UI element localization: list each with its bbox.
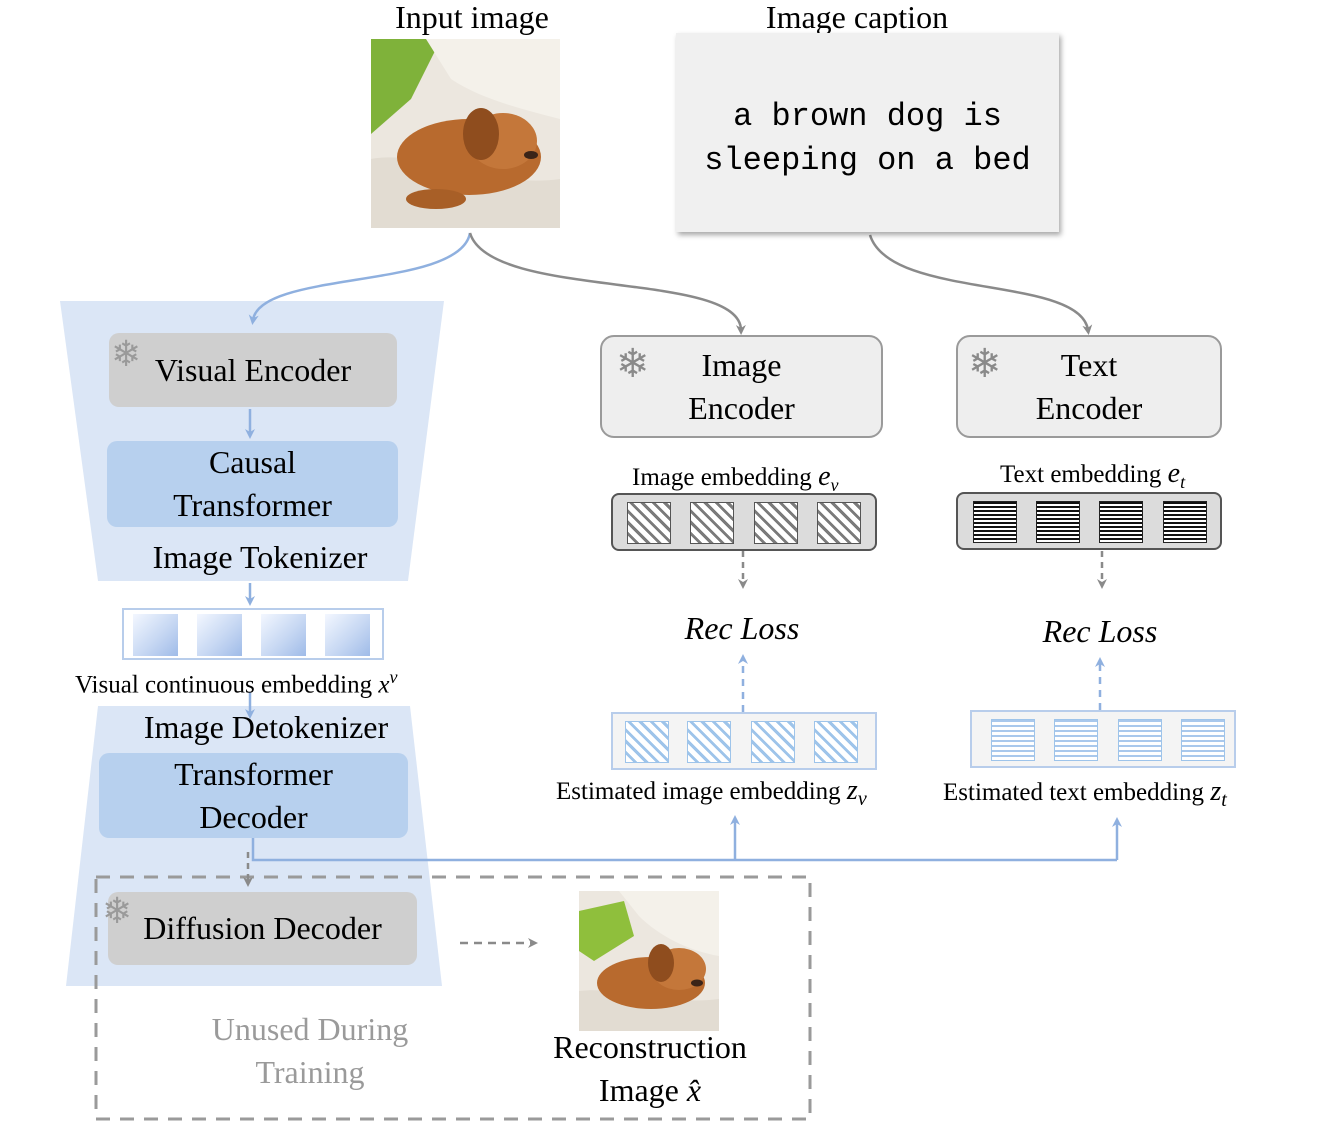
estimated-image-token	[814, 721, 858, 763]
causal-transformer-box: Causal Transformer	[107, 441, 398, 527]
image-rec-loss: Rec Loss	[684, 610, 800, 646]
estimated-image-token	[751, 721, 795, 763]
causal-transformer-line-1: Causal	[208, 444, 297, 480]
visual-embedding-label: Visual continuous embedding	[75, 671, 373, 699]
estimated-text-token	[991, 719, 1035, 761]
reconstruction-line-1: Reconstruction	[553, 1029, 747, 1065]
visual-embedding-bar	[122, 608, 384, 660]
causal-transformer-line-2: Transformer	[173, 487, 332, 523]
caption-box: a brown dog is sleeping on a bed	[676, 33, 1059, 232]
caption-line-1: a brown dog is	[733, 98, 1002, 135]
transformer-decoder-line-1: Transformer	[174, 755, 333, 792]
estimated-image-token	[687, 721, 731, 763]
estimated-text-embedding-bar	[970, 710, 1236, 768]
arrow-input-to-image-encoder	[468, 232, 746, 335]
text-embedding-label: Text embedding	[1000, 461, 1162, 488]
image-embedding-token	[754, 502, 798, 544]
estimated-text-label: Estimated text embedding	[943, 779, 1205, 806]
snowflake-icon: ❄	[111, 334, 142, 375]
estimated-text-caption: Estimated text embedding zt	[943, 777, 1227, 815]
text-embedding-token	[1163, 501, 1207, 543]
image-encoder-line-2: Encoder	[688, 389, 795, 426]
text-embedding-token	[1099, 501, 1143, 543]
estimated-image-symbol: z	[846, 775, 858, 806]
text-embedding-bar	[956, 492, 1222, 550]
image-embedding-subscript: v	[830, 475, 839, 495]
visual-token	[133, 614, 178, 656]
snowflake-icon: ❄	[968, 341, 1002, 387]
reconstruction-symbol: x̂	[686, 1072, 702, 1108]
visual-embedding-caption: Visual continuous embedding xv	[75, 662, 397, 700]
image-tokenizer-label: Image Tokenizer	[152, 539, 368, 575]
estimated-text-symbol: z	[1210, 776, 1222, 807]
visual-token	[261, 614, 306, 656]
caption-line-2: sleeping on a bed	[704, 142, 1031, 179]
visual-token	[325, 614, 370, 656]
image-detokenizer-label: Image Detokenizer	[143, 709, 389, 745]
estimated-image-caption: Estimated image embedding zv	[556, 776, 867, 814]
transformer-decoder-line-2: Decoder	[199, 798, 308, 835]
snowflake-icon: ❄	[616, 341, 650, 387]
diffusion-decoder-box: ❄ Diffusion Decoder	[102, 891, 417, 965]
arrow-decoder-to-estimated-embeddings	[251, 838, 1117, 862]
estimated-image-embedding-bar	[611, 712, 877, 770]
estimated-text-token	[1181, 719, 1225, 761]
image-embedding-token	[817, 502, 861, 544]
estimated-text-token	[1118, 719, 1162, 761]
image-embedding-label: Image embedding	[632, 464, 812, 491]
arrow-input-to-visual-encoder	[248, 232, 472, 325]
visual-encoder-label: Visual Encoder	[154, 351, 352, 388]
reconstruction-label: Reconstruction Image x̂	[530, 1026, 770, 1112]
snowflake-icon: ❄	[102, 891, 133, 932]
text-embedding-subscript: t	[1180, 472, 1186, 492]
text-embedding-caption: Text embedding et	[1000, 459, 1185, 497]
text-embedding-token	[1036, 501, 1080, 543]
image-embedding-caption: Image embedding ev	[632, 462, 839, 500]
image-embedding-token	[690, 502, 734, 544]
text-encoder-box: ❄ Text Encoder	[956, 335, 1222, 438]
estimated-image-token	[625, 721, 669, 763]
unused-label: Unused During Training	[170, 1008, 450, 1094]
estimated-text-token	[1054, 719, 1098, 761]
image-embedding-bar	[611, 493, 877, 551]
unused-line-2: Training	[255, 1054, 365, 1090]
estimated-image-subscript: v	[857, 788, 867, 810]
unused-line-1: Unused During	[211, 1011, 409, 1047]
text-encoder-line-2: Encoder	[1035, 389, 1143, 426]
image-embedding-symbol: e	[818, 461, 831, 492]
reconstruction-line-2: Image	[598, 1072, 679, 1108]
diffusion-decoder-label: Diffusion Decoder	[143, 910, 382, 946]
reconstruction-image-photo	[579, 891, 719, 1031]
visual-token	[197, 614, 242, 656]
visual-embedding-superscript: v	[389, 667, 398, 687]
image-encoder-box: ❄ Image Encoder	[600, 335, 883, 438]
visual-encoder-box: ❄ Visual Encoder	[109, 333, 397, 407]
arrow-caption-to-text-encoder	[868, 234, 1093, 335]
visual-embedding-symbol: x	[378, 671, 390, 699]
image-embedding-token	[627, 502, 671, 544]
text-embedding-token	[973, 501, 1017, 543]
caption-title: Image caption	[765, 0, 949, 35]
image-encoder-line-1: Image	[701, 346, 782, 383]
estimated-image-label: Estimated image embedding	[556, 778, 841, 805]
text-rec-loss: Rec Loss	[1042, 613, 1158, 649]
estimated-text-subscript: t	[1221, 789, 1227, 811]
text-encoder-line-1: Text	[1060, 346, 1118, 383]
text-embedding-symbol: e	[1167, 458, 1181, 489]
input-image-title: Input image	[395, 0, 549, 35]
transformer-decoder-box: Transformer Decoder	[99, 753, 408, 838]
input-image-photo	[371, 39, 560, 228]
